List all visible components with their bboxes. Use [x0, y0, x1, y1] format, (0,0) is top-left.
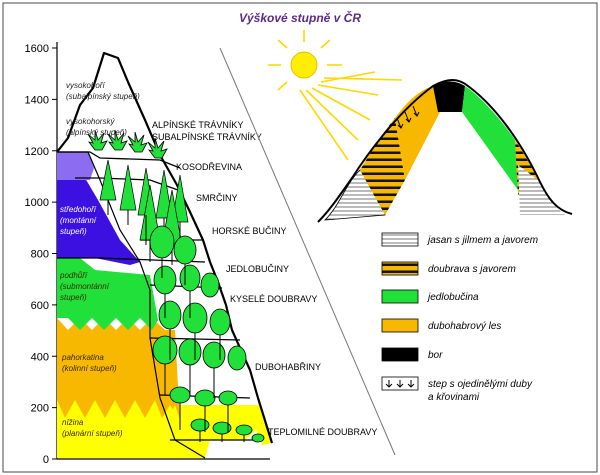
zone-yellow-teeth: [57, 400, 205, 458]
svg-text:jedlobučina: jedlobučina: [426, 292, 479, 303]
sun-icon: [268, 30, 403, 161]
zone-label-submontane-3: stupeň): [60, 293, 87, 302]
axis-tick-label: 600: [31, 300, 49, 312]
legend-item-pine: bor: [381, 347, 443, 362]
zone-label-colline-2: (kolinní stupeň): [62, 364, 117, 373]
svg-text:a křovinami: a křovinami: [428, 392, 480, 403]
axis-tick-label: 0: [43, 454, 49, 466]
zone-label-montane-1: středohoří: [60, 205, 97, 214]
diagram-title: Výškové stupně v ČR: [239, 10, 361, 25]
veg-label-alpine-grassland: ALPÍNSKÉ TRÁVNÍKY: [152, 120, 243, 130]
svg-text:dubohabrový les: dubohabrový les: [428, 321, 501, 332]
svg-text:doubrava s javorem: doubrava s javorem: [428, 264, 516, 275]
veg-label-mountain-beech: HORSKÉ BUČINY: [212, 226, 287, 236]
axis-tick-label: 1400: [25, 94, 49, 106]
zone-label-alpine-2: (alpínský stupeň): [66, 128, 127, 137]
axis-tick-label: 1000: [25, 197, 49, 209]
zone-purple-montane: [57, 178, 140, 265]
zone-label-alpine-1: vysokohorský: [66, 117, 115, 126]
veg-label-thermophilous-oak: TEPLOMILNÉ DOUBRAVY: [268, 427, 377, 437]
legend: jasan s jilmem a javorem doubrava s javo…: [381, 232, 538, 403]
zone-label-submontane-1: podhůří: [59, 271, 88, 280]
axis-tick-label: 200: [31, 403, 49, 415]
vegetation-labels: ALPÍNSKÉ TRÁVNÍKY SUBALPÍNSKÉ TRÁVNÍKY K…: [152, 120, 377, 437]
axis-tick-label: 1200: [25, 146, 49, 158]
zone-label-planar-1: nížina: [62, 418, 84, 427]
veg-label-fir-beech: JEDLOBUČINY: [226, 264, 289, 274]
veg-label-subalpine-grassland: SUBALPÍNSKÉ TRÁVNÍKY: [152, 132, 262, 142]
zone-label-submontane-2: (submontánní: [60, 282, 110, 291]
trees: [87, 129, 265, 443]
legend-item-oak-maple: doubrava s javorem: [381, 261, 516, 276]
legend-item-fir-beech: jedlobučina: [381, 289, 479, 304]
zone-label-montane-3: stupeň): [60, 227, 87, 236]
zone-label-planar-2: (planární stupeň): [62, 429, 123, 438]
legend-item-ash-elm-maple: jasan s jilmem a javorem: [381, 232, 538, 247]
svg-text:step s ojedinělými duby: step s ojedinělými duby: [428, 379, 533, 390]
zone-labels: vysokohoří (subalpínský stupeň) vysokoho…: [59, 81, 140, 438]
zone-lavender-top: [57, 152, 94, 180]
zone-orange-hills: [57, 318, 182, 458]
hill-profile: [317, 79, 573, 223]
zone-label-colline-1: pahorkatina: [61, 353, 104, 362]
veg-label-spruce: SMRČINY: [196, 193, 238, 203]
axis-tick-label: 400: [31, 351, 49, 363]
legend-item-steppe: step s ojedinělými duby a křovinami: [381, 376, 533, 403]
steppe-arrows-icon: [385, 380, 415, 388]
veg-label-acid-oak: KYSELÉ DOUBRAVY: [230, 294, 317, 304]
zone-label-subalpine-2: (subalpínský stupeň): [66, 92, 140, 101]
axis-tick-label: 1600: [25, 43, 49, 55]
zone-label-subalpine-1: vysokohoří: [66, 81, 105, 90]
axis-tick-label: 800: [31, 249, 49, 261]
panel-divider: [219, 47, 396, 456]
legend-item-oak-hornbeam: dubohabrový les: [381, 318, 501, 333]
zone-label-montane-2: (montánní: [60, 216, 97, 225]
zone-green-submontane: [57, 258, 158, 330]
svg-text:bor: bor: [428, 350, 443, 361]
svg-text:jasan s jilmem a javorem: jasan s jilmem a javorem: [426, 235, 538, 246]
veg-label-oak-hornbeam: DUBOHABŘINY: [255, 362, 321, 372]
veg-label-dwarf-pine: KOSODŘEVINA: [176, 162, 242, 172]
mountain-lower-edge: [57, 151, 206, 459]
